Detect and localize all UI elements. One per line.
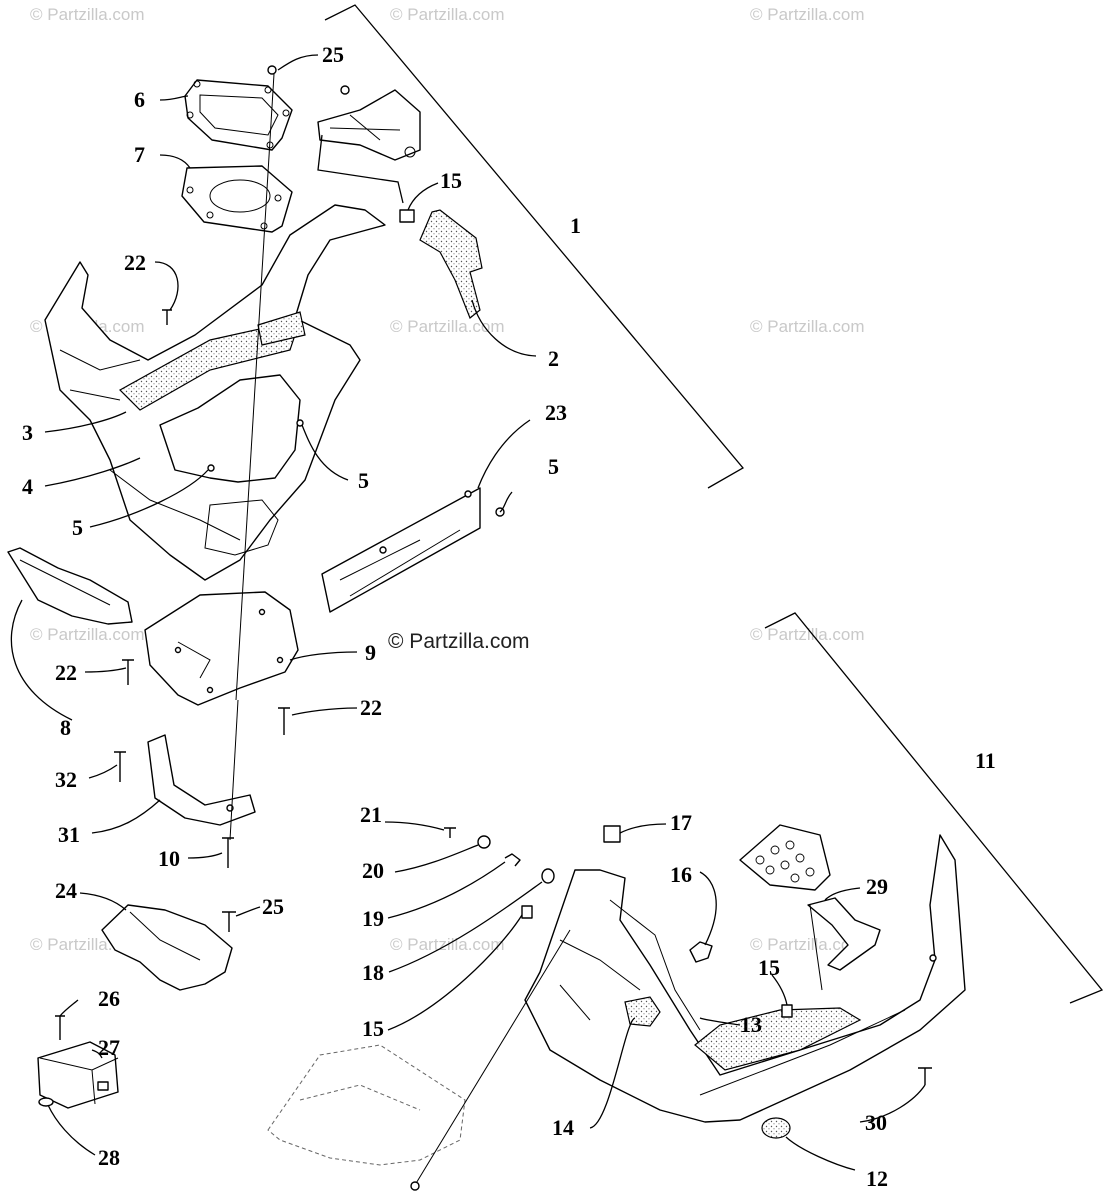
watermark: © Partzilla.com <box>750 625 865 644</box>
watermark: © Partzilla.com <box>390 5 505 24</box>
rivet-22 <box>122 659 134 685</box>
callout-22: 22 <box>55 660 77 685</box>
callout-15: 15 <box>440 168 462 193</box>
screw-26 <box>55 1015 65 1040</box>
callout-12: 12 <box>866 1166 888 1191</box>
clip-part-15-low <box>781 1004 793 1018</box>
fastener-bottom <box>410 1181 420 1191</box>
callout-18: 18 <box>362 960 384 985</box>
callout-15: 15 <box>362 1016 384 1041</box>
callout-10: 10 <box>158 846 180 871</box>
clip-part-19 <box>504 853 521 867</box>
lower-ghost-outline <box>267 929 571 1186</box>
rivet-22 <box>162 309 172 325</box>
callout-23: 23 <box>545 400 567 425</box>
callout-21: 21 <box>360 802 382 827</box>
callout-3: 3 <box>22 420 33 445</box>
clip-28 <box>38 1097 54 1107</box>
grommet-25 <box>267 65 277 75</box>
callout-5: 5 <box>358 468 369 493</box>
screw-part-21 <box>444 827 456 838</box>
callout-31: 31 <box>58 822 80 847</box>
grommet-part-16 <box>689 941 713 963</box>
watermark: © Partzilla.com <box>390 317 505 336</box>
plate-part-9 <box>144 591 299 706</box>
callout-5: 5 <box>548 454 559 479</box>
bracket-part-31 <box>147 734 256 826</box>
screw-25 <box>222 911 236 932</box>
callout-20: 20 <box>362 858 384 883</box>
center-watermark: © Partzilla.com <box>388 630 530 653</box>
lower-assembly <box>267 824 966 1191</box>
watermark: © Partzilla.com <box>750 935 865 954</box>
callout-15: 15 <box>758 955 780 980</box>
callout-26: 26 <box>98 986 120 1011</box>
bracket-upper-assembly <box>324 4 744 489</box>
callout-17: 17 <box>670 810 692 835</box>
upper-assembly <box>7 65 505 1109</box>
callout-7: 7 <box>134 142 145 167</box>
callout-25: 25 <box>322 42 344 67</box>
callout-2: 2 <box>548 346 559 371</box>
clip-part-15-mid <box>521 905 533 919</box>
rivet-10 <box>222 837 234 868</box>
foam-part-2 <box>419 209 483 319</box>
callout-28: 28 <box>98 1145 120 1170</box>
rivet-22 <box>278 707 290 735</box>
callout-25: 25 <box>262 894 284 919</box>
panel-part-23 <box>321 487 481 613</box>
belly-pan-part-11 <box>524 834 966 1123</box>
bushing-part-18 <box>541 868 555 884</box>
callout-22: 22 <box>360 695 382 720</box>
rivet-32 <box>114 751 126 782</box>
callout-13: 13 <box>740 1012 762 1037</box>
callout-19: 19 <box>362 906 384 931</box>
callout-16: 16 <box>670 862 692 887</box>
callout-30: 30 <box>865 1110 887 1135</box>
rivet-part-30 <box>918 1067 932 1085</box>
bracket-lower-assembly <box>764 612 1104 1004</box>
callout-9: 9 <box>365 640 376 665</box>
latch-assembly-ghost <box>317 85 421 204</box>
callout-32: 32 <box>55 767 77 792</box>
callout-8: 8 <box>60 715 71 740</box>
callout-11: 11 <box>975 748 996 773</box>
pad-part-12 <box>761 1117 791 1139</box>
bracket-part-29 <box>739 824 881 991</box>
callout-6: 6 <box>134 87 145 112</box>
callout-24: 24 <box>55 878 77 903</box>
clip-part-15-top <box>399 209 415 223</box>
leader-lines <box>10 54 926 1171</box>
watermark: © Partzilla.com <box>750 5 865 24</box>
washer-part-20 <box>477 835 491 849</box>
dash-panel-part-3-4 <box>44 204 386 581</box>
module-part-27 <box>37 1041 119 1109</box>
callout-22: 22 <box>124 250 146 275</box>
callout-27: 27 <box>98 1035 120 1060</box>
nut-part-17 <box>603 825 621 843</box>
cover-part-24 <box>101 904 233 991</box>
callout-5: 5 <box>72 515 83 540</box>
trim-part-8 <box>7 547 133 625</box>
callout-14: 14 <box>552 1115 574 1140</box>
watermark: © Partzilla.com <box>750 317 865 336</box>
callout-1: 1 <box>570 213 581 238</box>
assembly-brackets <box>324 4 1104 1004</box>
plate-part-7 <box>181 165 293 233</box>
callout-4: 4 <box>22 474 33 499</box>
watermark: © Partzilla.com <box>30 625 145 644</box>
fasteners-upper <box>38 65 505 1107</box>
watermark: © Partzilla.com <box>30 5 145 24</box>
callout-29: 29 <box>866 874 888 899</box>
callout-numbers: 25 6 7 15 1 22 2 3 23 4 5 5 5 9 22 22 8 … <box>22 42 996 1191</box>
gasket-part-6 <box>184 79 293 151</box>
